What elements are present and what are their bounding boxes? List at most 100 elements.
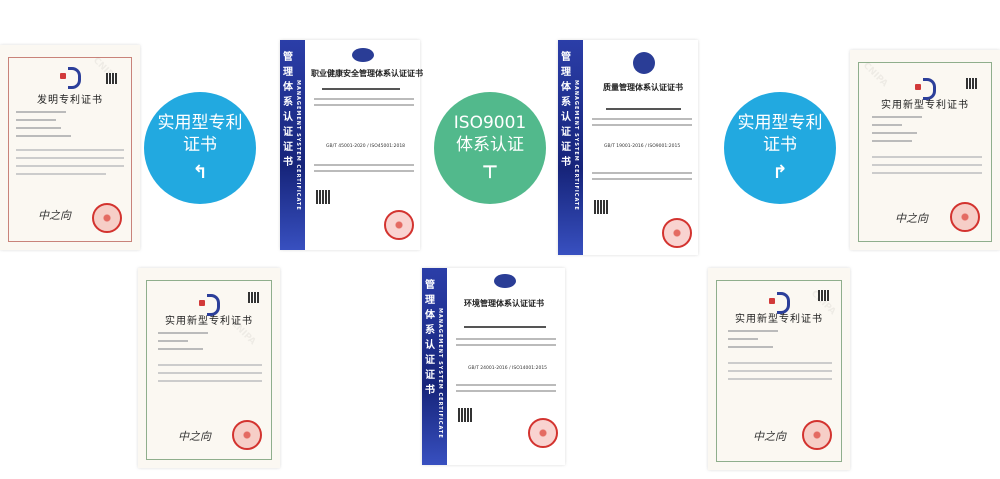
text-line <box>158 348 203 350</box>
utility-patent-certificate-left[interactable]: CNIPA 实用新型专利证书 中之向 <box>138 268 280 468</box>
certificate-title: 发明专利证书 <box>37 95 103 106</box>
sidebar-cn-text: 管理体系认证证书 <box>561 52 571 168</box>
text-line <box>314 170 414 172</box>
signature: 中之向 <box>753 430 786 443</box>
text-line <box>16 135 71 137</box>
sidebar-en-text: MANAGEMENT SYSTEM CERTIFICATE <box>295 80 301 211</box>
badge-line-1: 实用型专利 <box>737 113 823 133</box>
text-line <box>16 127 61 129</box>
utility-patent-badge-right[interactable]: 实用型专利 证书 ↱ <box>724 92 836 204</box>
text-line <box>16 165 124 167</box>
badge-line-2: 证书 <box>183 135 217 155</box>
text-line <box>872 140 912 142</box>
official-seal <box>232 420 262 450</box>
standard-number: GB/T 45001-2020 / ISO45001:2018 <box>326 144 406 149</box>
ohs-management-certificate[interactable]: 管理体系认证证书 MANAGEMENT SYSTEM CERTIFICATE 职… <box>280 40 423 250</box>
text-line <box>872 164 982 166</box>
text-line <box>728 370 832 372</box>
company-name <box>322 88 400 90</box>
certificate-border <box>146 280 272 460</box>
text-line <box>872 156 982 158</box>
official-seal <box>802 420 832 450</box>
quality-management-certificate[interactable]: 管理体系认证证书 MANAGEMENT SYSTEM CERTIFICATE 质… <box>558 40 698 255</box>
tee-arrows-icon: ⊤ <box>481 162 499 183</box>
certificate-title: 质量管理体系认证证书 <box>603 83 683 92</box>
signature: 中之向 <box>178 430 211 443</box>
badge-line-1: ISO9001 <box>453 113 527 133</box>
text-line <box>16 157 124 159</box>
qr-code-icon <box>594 200 608 214</box>
certification-logo-icon <box>352 48 374 62</box>
text-line <box>456 344 556 346</box>
text-line <box>592 172 692 174</box>
text-line <box>592 118 692 120</box>
official-seal <box>950 202 980 232</box>
text-line <box>314 98 414 100</box>
text-line <box>16 119 56 121</box>
text-line <box>16 173 106 175</box>
environment-management-certificate[interactable]: 管理体系认证证书 MANAGEMENT SYSTEM CERTIFICATE 环… <box>422 268 565 465</box>
text-line <box>314 104 414 106</box>
badge-line-1: 实用型专利 <box>157 113 243 133</box>
text-line <box>158 372 262 374</box>
certification-logo-icon <box>494 274 516 288</box>
iso9001-badge[interactable]: ISO9001 体系认证 ⊤ <box>434 92 546 204</box>
text-line <box>872 116 922 118</box>
text-line <box>728 362 832 364</box>
certificate-title: 实用新型专利证书 <box>165 316 253 327</box>
qr-code-icon <box>106 73 117 84</box>
turn-right-arrow-icon: ↱ <box>772 162 788 183</box>
text-line <box>456 390 556 392</box>
badge-line-2: 证书 <box>763 135 797 155</box>
qr-code-icon <box>966 78 977 89</box>
certificate-border <box>858 62 992 242</box>
certification-logo-icon <box>633 52 655 74</box>
certificate-sidebar: 管理体系认证证书 MANAGEMENT SYSTEM CERTIFICATE <box>280 40 305 250</box>
official-seal <box>92 203 122 233</box>
standard-number: GB/T 19001-2016 / ISO9001:2015 <box>604 144 681 149</box>
text-line <box>158 364 262 366</box>
qr-code-icon <box>316 190 330 204</box>
sidebar-cn-text: 管理体系认证证书 <box>283 52 293 168</box>
badge-line-2: 体系认证 <box>456 135 524 155</box>
certificate-sidebar: 管理体系认证证书 MANAGEMENT SYSTEM CERTIFICATE <box>422 268 447 465</box>
text-line <box>872 132 917 134</box>
text-line <box>16 111 66 113</box>
certificate-sidebar: 管理体系认证证书 MANAGEMENT SYSTEM CERTIFICATE <box>558 40 583 255</box>
text-line <box>592 178 692 180</box>
qr-code-icon <box>818 290 829 301</box>
text-line <box>158 340 188 342</box>
cnipa-logo-icon <box>915 78 936 100</box>
text-line <box>456 384 556 386</box>
qr-code-icon <box>458 408 472 422</box>
certificate-title: 职业健康安全管理体系认证证书 <box>311 69 423 78</box>
text-line <box>728 378 832 380</box>
text-line <box>16 149 124 151</box>
utility-patent-certificate-right[interactable]: CNIPA 实用新型专利证书 中之向 <box>850 50 1000 250</box>
cnipa-logo-icon <box>199 294 220 316</box>
text-line <box>158 332 208 334</box>
official-seal <box>384 210 414 240</box>
utility-patent-certificate-bottom[interactable]: CNIPA 实用新型专利证书 中之向 <box>708 268 850 470</box>
company-name <box>606 108 681 110</box>
text-line <box>592 124 692 126</box>
text-line <box>314 164 414 166</box>
company-name <box>464 326 546 328</box>
text-line <box>872 172 982 174</box>
standard-number: GB/T 24001-2016 / ISO14001:2015 <box>468 366 548 371</box>
sidebar-en-text: MANAGEMENT SYSTEM CERTIFICATE <box>573 80 579 211</box>
certificate-title: 实用新型专利证书 <box>881 100 969 111</box>
text-line <box>456 338 556 340</box>
text-line <box>728 330 778 332</box>
signature: 中之向 <box>895 212 928 225</box>
qr-code-icon <box>248 292 259 303</box>
official-seal <box>662 218 692 248</box>
invention-patent-certificate[interactable]: CNIPA 发明专利证书 中之向 <box>0 45 140 250</box>
cnipa-logo-icon <box>60 67 81 89</box>
certificate-title: 环境管理体系认证证书 <box>464 299 544 308</box>
turn-left-arrow-icon: ↰ <box>192 162 208 183</box>
text-line <box>872 124 902 126</box>
utility-patent-badge[interactable]: 实用型专利 证书 ↰ <box>144 92 256 204</box>
text-line <box>728 338 758 340</box>
certificate-border <box>716 280 842 462</box>
